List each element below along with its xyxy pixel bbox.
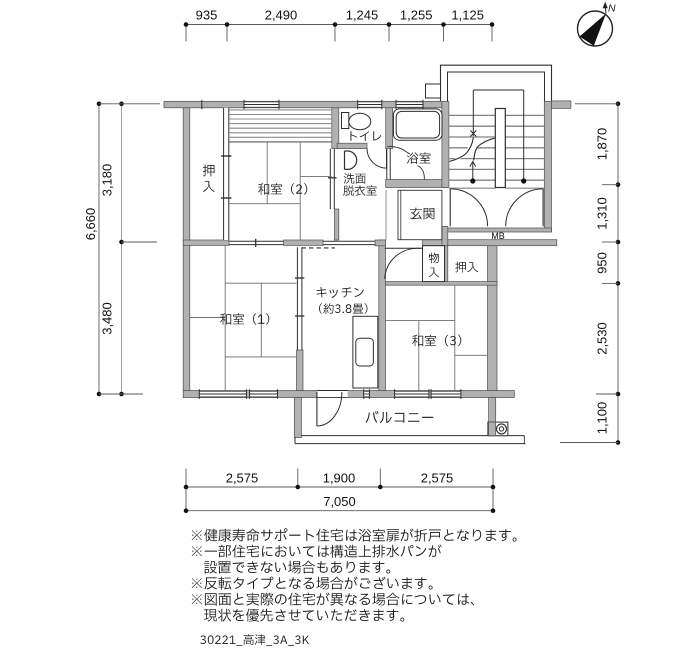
svg-text:1,125: 1,125 xyxy=(451,8,484,23)
svg-text:1,100: 1,100 xyxy=(595,402,610,435)
svg-text:3,180: 3,180 xyxy=(100,164,115,197)
svg-text:MB: MB xyxy=(491,231,505,241)
svg-text:7,050: 7,050 xyxy=(323,494,356,509)
svg-text:2,490: 2,490 xyxy=(265,8,298,23)
svg-text:N: N xyxy=(608,3,616,15)
svg-text:935: 935 xyxy=(196,8,218,23)
svg-text:6,660: 6,660 xyxy=(83,208,98,241)
svg-text:2,575: 2,575 xyxy=(421,471,454,486)
svg-text:1,245: 1,245 xyxy=(346,8,379,23)
svg-text:1,255: 1,255 xyxy=(400,8,433,23)
svg-text:1,870: 1,870 xyxy=(595,128,610,161)
svg-text:2,575: 2,575 xyxy=(226,471,259,486)
svg-text:1,310: 1,310 xyxy=(595,197,610,230)
svg-text:1,900: 1,900 xyxy=(323,471,356,486)
svg-text:2,530: 2,530 xyxy=(595,322,610,355)
svg-text:950: 950 xyxy=(595,252,610,274)
svg-text:3,480: 3,480 xyxy=(100,302,115,335)
